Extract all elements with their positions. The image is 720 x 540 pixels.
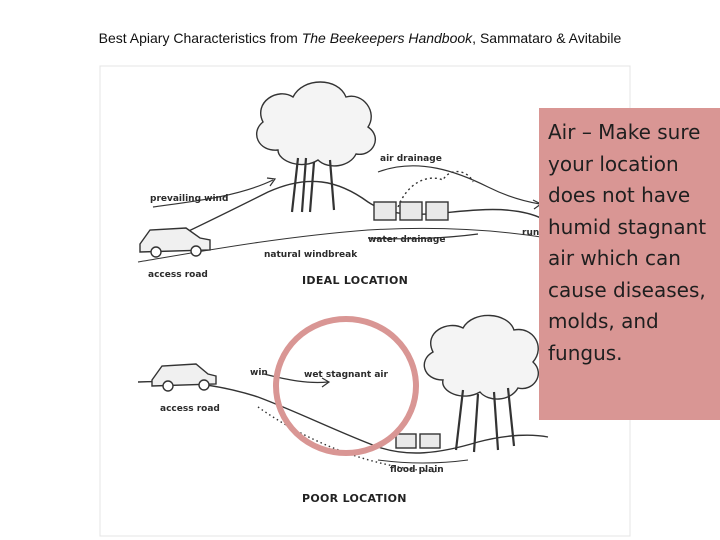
callout-keyword: Air: [548, 120, 575, 144]
poor-tree-canopy: [424, 315, 538, 399]
highlight-ring: [276, 319, 416, 453]
poor-location-scene: [138, 315, 548, 472]
label-flood-plain: flood plain: [390, 465, 444, 475]
ideal-tree-canopy: [257, 82, 376, 166]
poor-hives: [396, 434, 440, 448]
label-water-drainage: water drainage: [368, 235, 445, 245]
label-wet-stagnant-air: wet stagnant air: [304, 370, 388, 380]
heading-suffix: , Sammataro & Avitabile: [472, 30, 621, 46]
air-drainage-arrow: [378, 166, 540, 204]
label-poor-access-road: access road: [160, 404, 220, 414]
label-air-drainage: air drainage: [380, 154, 442, 164]
label-runoff: run: [522, 228, 539, 238]
heading-prefix: Best Apiary Characteristics from: [99, 30, 302, 46]
ideal-location-scene: [138, 82, 548, 262]
air-callout-box: Air – Make sure your location does not h…: [539, 108, 720, 420]
label-ideal-access-road: access road: [148, 270, 208, 280]
label-natural-windbreak: natural windbreak: [264, 250, 357, 260]
callout-text: – Make sure your location does not have …: [548, 120, 706, 365]
ideal-hives: [374, 202, 448, 220]
label-prevailing-wind: prevailing wind: [150, 194, 228, 204]
caption-poor-location: POOR LOCATION: [302, 492, 407, 505]
caption-ideal-location: IDEAL LOCATION: [302, 274, 408, 287]
heading-book-title: The Beekeepers Handbook: [302, 30, 472, 46]
flood-plain-line: [378, 460, 468, 463]
label-poor-wind: win: [250, 368, 268, 378]
slide-heading: Best Apiary Characteristics from The Bee…: [0, 30, 720, 46]
